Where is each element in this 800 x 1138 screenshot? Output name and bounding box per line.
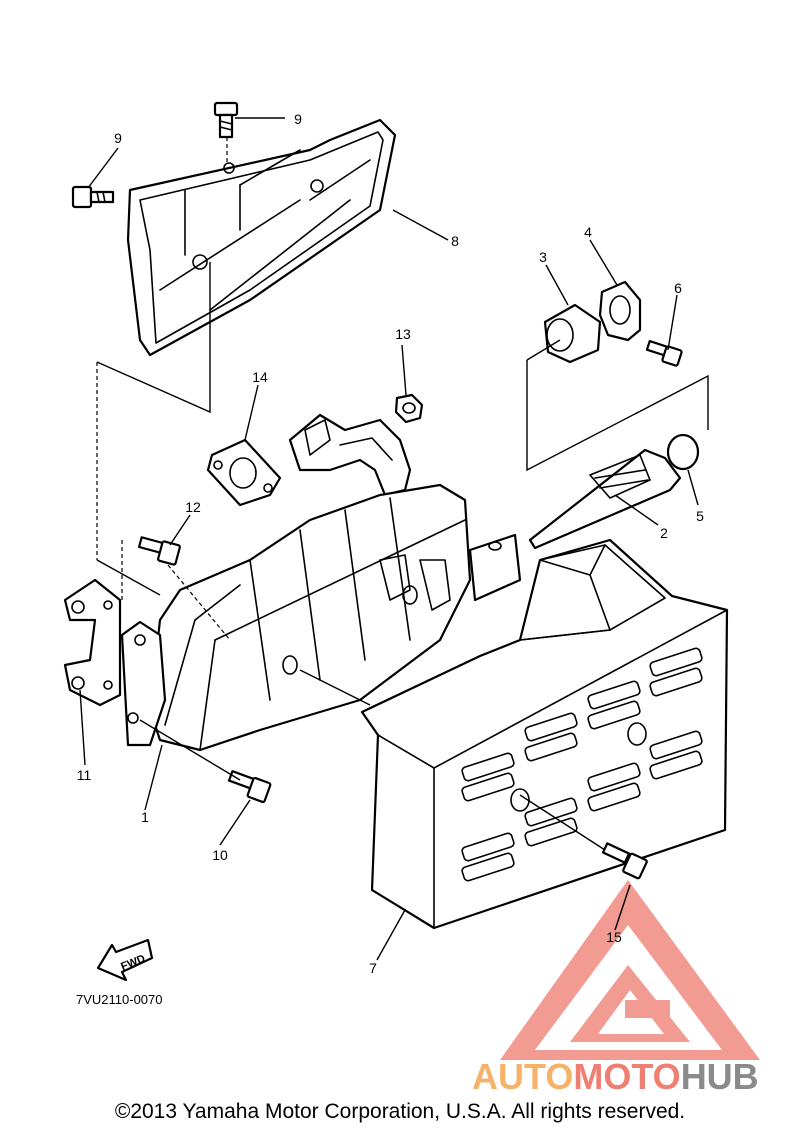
callout-14: 14 (252, 369, 268, 385)
callout-8: 8 (451, 233, 459, 249)
part-11-bracket (63, 578, 122, 707)
watermark-hub: HUB (681, 1056, 759, 1097)
part-13-nut (394, 393, 424, 424)
watermark-triangle-logo (500, 880, 760, 1060)
part-4-clamp (598, 280, 642, 342)
part-14-gasket (206, 438, 282, 507)
callout-10: 10 (212, 847, 228, 863)
callout-4: 4 (584, 224, 592, 240)
part-9-bolt-top (213, 101, 239, 162)
callout-9-top: 9 (294, 111, 302, 127)
callout-5: 5 (696, 508, 704, 524)
part-10-bolt (227, 770, 272, 804)
callout-12: 12 (185, 499, 201, 515)
part-9-bolt-left (71, 185, 115, 209)
callout-13: 13 (395, 326, 411, 342)
part-3-tube (543, 303, 602, 364)
watermark-text: AUTOMOTOHUB (472, 1056, 759, 1097)
part-7-muffler-protector (360, 538, 729, 930)
leader-lines (79, 117, 699, 961)
part-8-heat-protector (126, 118, 397, 357)
fwd-arrow-icon: FWD (96, 938, 154, 982)
part-5-cap (666, 433, 700, 471)
callout-2: 2 (660, 525, 668, 541)
part-6-bolt (645, 340, 683, 367)
vent-slots (461, 647, 703, 882)
callout-9-left: 9 (114, 130, 122, 146)
muffler-mount-plate (120, 620, 167, 747)
callout-1: 1 (141, 809, 149, 825)
callout-11: 11 (77, 767, 92, 783)
copyright-notice: ©2013 Yamaha Motor Corporation, U.S.A. A… (114, 1100, 686, 1123)
callout-numbers: 1 2 3 4 5 6 7 8 9 9 10 11 12 13 14 15 (77, 111, 704, 976)
svg-text:AUTOMOTOHUB: AUTOMOTOHUB (472, 1056, 759, 1097)
callout-3: 3 (539, 249, 547, 265)
part-1-muffler (148, 413, 522, 752)
assembly-lines (96, 262, 709, 781)
part-2-spark-arrester (528, 448, 682, 550)
watermark-moto: MOTO (573, 1056, 680, 1097)
diagram-code: 7VU2110-0070 (76, 992, 163, 1007)
part-15-bolt (519, 794, 648, 880)
callout-15: 15 (606, 929, 622, 945)
watermark-auto: AUTO (472, 1056, 573, 1097)
callout-6: 6 (674, 280, 682, 296)
callout-7: 7 (369, 960, 377, 976)
